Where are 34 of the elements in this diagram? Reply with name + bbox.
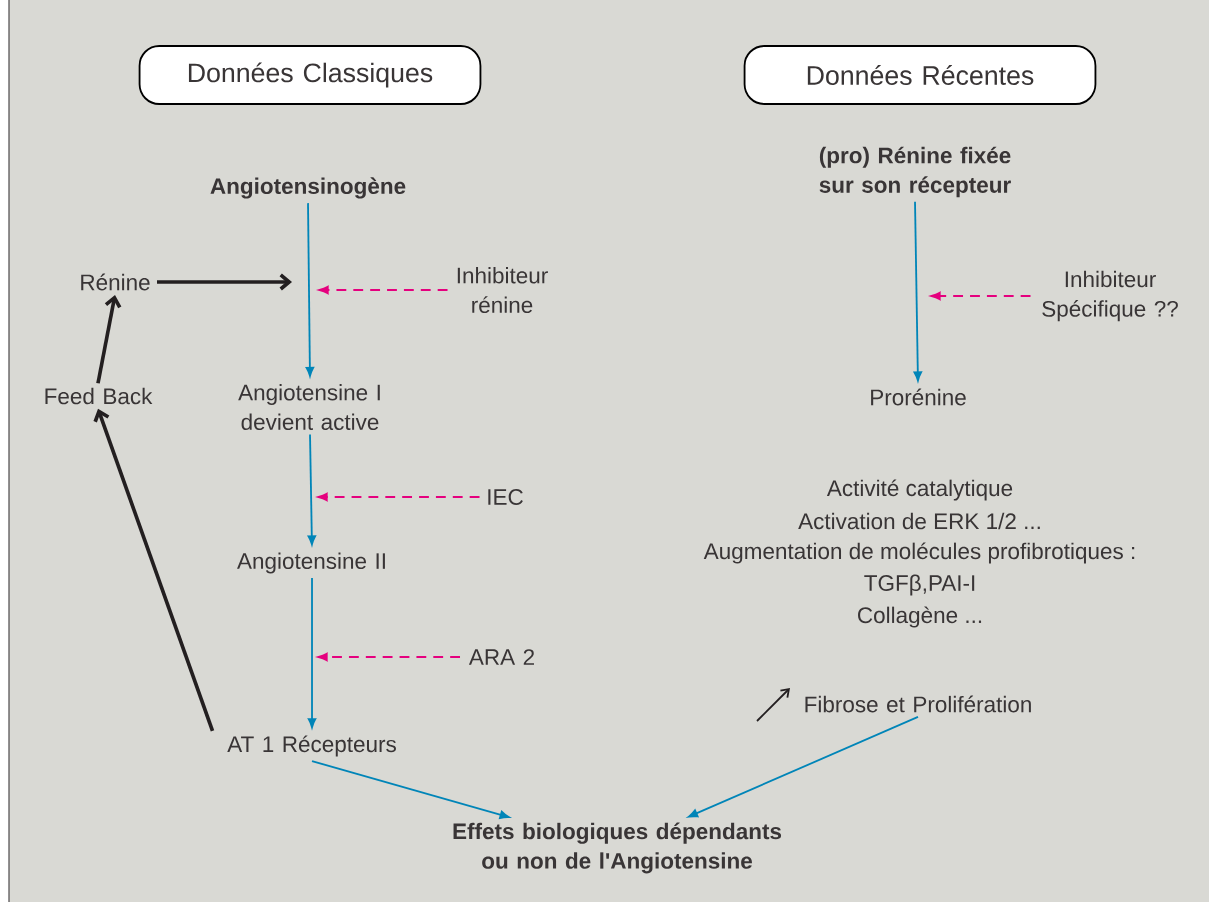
note-text: TGFβ,PAI-I: [864, 574, 975, 596]
node-text: Angiotensine I devient active: [238, 384, 380, 430]
arrow: [96, 294, 122, 384]
note-text: Activation de ERK 1/2 ...: [798, 512, 1040, 530]
arrow: [317, 492, 481, 502]
node-text: IEC: [488, 489, 523, 505]
arrow: [93, 408, 215, 732]
arrow: [688, 715, 919, 818]
heading-box: Données Récentes: [743, 45, 1097, 105]
node-text: (pro) Rénine fixée sur son récepteur: [819, 146, 1011, 198]
arrow: [307, 577, 317, 729]
note-text: Augmentation de molécules profibrotiques :: [703, 542, 1135, 564]
node-text: Feed Back: [45, 387, 153, 405]
arrow: [157, 273, 292, 291]
node-text: Angiotensinogène: [210, 177, 406, 199]
note-text: Activité catalytique: [826, 479, 1013, 501]
note-text: Collagène ...: [858, 606, 982, 628]
arrow: [317, 652, 461, 662]
node-text: Rénine: [81, 273, 150, 291]
arrow: [930, 291, 1032, 301]
node-text: Effets biologiques dépendants ou non de l'Angiotensine: [453, 822, 782, 874]
node-text: Angiotensine II: [237, 552, 385, 574]
arrow: [305, 202, 315, 377]
node-text: Inhibiteur rénine: [457, 267, 548, 313]
arrow: [318, 285, 449, 295]
arrow: [913, 200, 923, 382]
node-text: Inhibiteur Spécifique ??: [1042, 270, 1178, 322]
node-text: Prorénine: [871, 388, 966, 406]
arrow: [307, 433, 316, 546]
node-text: Fibrose et Prolifération: [805, 695, 1031, 713]
arrow: [311, 760, 510, 819]
node-text: ARA 2: [468, 649, 534, 665]
node-text: AT 1 Récepteurs: [227, 735, 396, 757]
heading-box: Données Classiques: [138, 45, 482, 105]
